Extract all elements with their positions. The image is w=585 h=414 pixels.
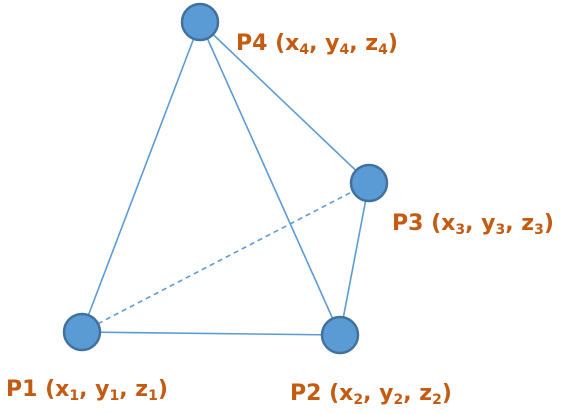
vertex-p2: [320, 315, 360, 355]
label-p3: P3 (x3, y3, z3): [392, 211, 554, 238]
edge-p1-p2: [81, 331, 341, 336]
label-p4: P4 (x4, y4, z4): [236, 31, 398, 58]
edge-p3-p4: [199, 21, 370, 184]
edge-p2-p3: [339, 182, 370, 336]
edge-p1-p3-hidden: [81, 182, 370, 333]
edges: [81, 21, 370, 336]
vertex-p4: [180, 2, 220, 42]
edge-p2-p4: [199, 21, 341, 336]
vertices: [62, 2, 389, 355]
label-p1: P1 (x1, y1, z1): [6, 377, 168, 404]
vertex-p3: [349, 163, 389, 203]
vertex-p1: [62, 312, 102, 352]
label-p2: P2 (x2, y2, z2): [290, 381, 452, 408]
edge-p1-p4: [81, 21, 201, 333]
